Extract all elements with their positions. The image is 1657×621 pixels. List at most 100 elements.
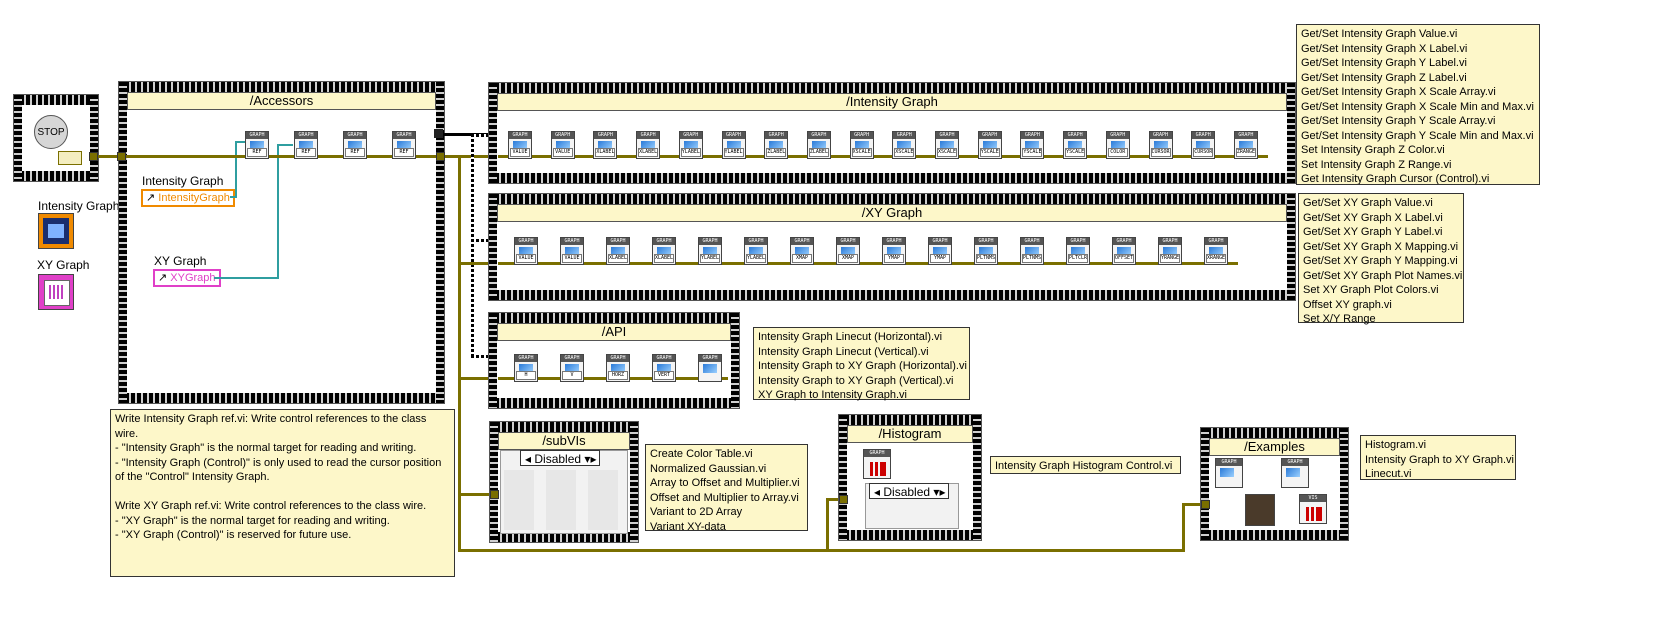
intensity-subvi[interactable]: GRAPHCOLOR — [1106, 131, 1130, 159]
accessor-subvi[interactable]: GRAPHREF — [392, 131, 416, 159]
note-line: Intensity Graph to XY Graph (Vertical).v… — [758, 374, 965, 389]
intensity-subvi[interactable]: GRAPHXSCALE — [850, 131, 874, 159]
note-line: Variant to 2D Array — [650, 505, 803, 520]
note-line — [115, 485, 450, 500]
note-line: Get/Set Intensity Graph Y Label.vi — [1301, 56, 1535, 71]
intensity-subvi[interactable]: GRAPHXLABEL — [636, 131, 660, 159]
xy-subvi[interactable]: GRAPHPLTNMS — [974, 237, 998, 265]
example-vi[interactable]: VIS — [1299, 494, 1327, 524]
histogram-vi[interactable]: GRAPH — [863, 449, 891, 479]
intensity-graph-terminal-icon[interactable] — [38, 213, 74, 249]
intensity-subvi[interactable]: GRAPHYSCALE — [1020, 131, 1044, 159]
intensity-subvi[interactable]: GRAPHXLABEL — [593, 131, 617, 159]
api-subvi[interactable]: GRAPHHORZ — [606, 354, 630, 382]
note-line: Intensity Graph Linecut (Vertical).vi — [758, 345, 965, 360]
note-line: Set Intensity Graph Z Range.vi — [1301, 158, 1535, 173]
intensity-subvi[interactable]: GRAPHYLABEL — [679, 131, 703, 159]
api-subvi[interactable]: GRAPHV — [560, 354, 584, 382]
xy-subvi[interactable]: GRAPHYRANGE — [1158, 237, 1182, 265]
xy-subvi[interactable]: GRAPHYMAP — [882, 237, 906, 265]
xy-subvi[interactable]: GRAPHXLABEL — [652, 237, 676, 265]
examples-frame: /Examples GRAPH GRAPH VIS — [1200, 427, 1349, 541]
histogram-bars-icon — [870, 462, 886, 476]
note-line: Get/Set XY Graph Y Mapping.vi — [1303, 254, 1459, 269]
examples-title: /Examples — [1209, 438, 1340, 456]
xy-subvi[interactable]: GRAPHVALUE — [514, 237, 538, 265]
intensity-subvi[interactable]: GRAPHYSCALE — [978, 131, 1002, 159]
note-line: Write Intensity Graph ref.vi: Write cont… — [115, 412, 450, 427]
xy-vi-list-note: Get/Set XY Graph Value.viGet/Set XY Grap… — [1298, 193, 1464, 323]
accessor-subvi[interactable]: GRAPHREF — [245, 131, 269, 159]
note-line: Get/Set Intensity Graph Y Scale Min and … — [1301, 129, 1535, 144]
note-line: Get/Set XY Graph Plot Names.vi — [1303, 269, 1459, 284]
note-line: Create Color Table.vi — [650, 447, 803, 462]
intensity-subvi[interactable]: GRAPHZLABEL — [807, 131, 831, 159]
intensity-subvi[interactable]: GRAPHYSCALE — [1063, 131, 1087, 159]
stop-loop-frame: STOP — [13, 94, 99, 182]
xy-subvi[interactable]: GRAPHPLTCLR — [1066, 237, 1090, 265]
example-intensity-to-xy-vi[interactable]: GRAPH — [1281, 458, 1309, 488]
stop-button[interactable]: STOP — [34, 115, 68, 149]
intensity-subvi[interactable]: GRAPHCURSOR — [1149, 131, 1173, 159]
xy-graph-label: XY Graph — [154, 254, 206, 268]
note-line: Get/Set Intensity Graph X Scale Min and … — [1301, 100, 1535, 115]
histogram-disabled-ring[interactable]: ◂ Disabled ▾▸ — [869, 483, 949, 499]
xy-subvi[interactable]: GRAPHYLABEL — [698, 237, 722, 265]
api-title: /API — [497, 323, 731, 341]
note-line: Set X/Y Range — [1303, 312, 1459, 327]
note-line: Set XY Graph Plot Colors.vi — [1303, 283, 1459, 298]
xy-subvi[interactable]: GRAPHYLABEL — [744, 237, 768, 265]
examples-vi-list-note: Histogram.viIntensity Graph to XY Graph.… — [1360, 435, 1516, 480]
note-line: - "XY Graph" is the normal target for re… — [115, 514, 450, 529]
note-line: - "Intensity Graph (Control)" is only us… — [115, 456, 450, 471]
note-line: Intensity Graph to XY Graph (Horizontal)… — [758, 359, 965, 374]
api-subvi[interactable]: GRAPHVERT — [652, 354, 676, 382]
note-line: Offset XY graph.vi — [1303, 298, 1459, 313]
ref-arrow-icon: ↗ — [146, 192, 155, 204]
note-line: Set Intensity Graph Z Color.vi — [1301, 143, 1535, 158]
note-line: Linecut.vi — [1365, 467, 1511, 482]
description-note: Write Intensity Graph ref.vi: Write cont… — [110, 409, 455, 577]
intensity-subvi[interactable]: GRAPHYLABEL — [722, 131, 746, 159]
accessor-subvi[interactable]: GRAPHREF — [294, 131, 318, 159]
note-line: Histogram.vi — [1365, 438, 1511, 453]
ref-arrow-icon: ↗ — [158, 272, 167, 284]
note-line: Get/Set XY Graph Y Label.vi — [1303, 225, 1459, 240]
intensity-subvi[interactable]: GRAPHVALUE — [551, 131, 575, 159]
xy-subvi[interactable]: GRAPHXMAP — [836, 237, 860, 265]
note-line: Get/Set XY Graph X Mapping.vi — [1303, 240, 1459, 255]
xy-subvi[interactable]: GRAPHPLTNMS — [1020, 237, 1044, 265]
note-line: Normalized Gaussian.vi — [650, 462, 803, 477]
note-line: Intensity Graph Linecut (Horizontal).vi — [758, 330, 965, 345]
subvi-list-note: Create Color Table.viNormalized Gaussian… — [645, 444, 808, 531]
xy-subvi[interactable]: GRAPHXMAP — [790, 237, 814, 265]
intensity-subvi[interactable]: GRAPHVALUE — [508, 131, 532, 159]
xy-graph-ref[interactable]: ↗ XYGraph — [153, 269, 221, 287]
accessors-title: /Accessors — [127, 92, 436, 110]
note-line: Get/Set XY Graph Value.vi — [1303, 196, 1459, 211]
xy-subvi[interactable]: GRAPHOFFSET — [1112, 237, 1136, 265]
note-line: Get/Set Intensity Graph Value.vi — [1301, 27, 1535, 42]
left-arrow-icon: ◂ — [525, 452, 531, 466]
intensity-subvi[interactable]: GRAPHCURSOR — [1191, 131, 1215, 159]
api-subvi[interactable]: GRAPH — [698, 354, 722, 382]
example-linecut-icon[interactable] — [1245, 494, 1275, 526]
intensity-subvi[interactable]: GRAPHXSCALE — [935, 131, 959, 159]
note-line: - "Intensity Graph" is the normal target… — [115, 441, 450, 456]
xy-subvi[interactable]: GRAPHVALUE — [560, 237, 584, 265]
api-subvi[interactable]: GRAPHH — [514, 354, 538, 382]
xy-graph-terminal-icon[interactable] — [38, 274, 74, 310]
intensity-subvi[interactable]: GRAPHZRANGE — [1234, 131, 1258, 159]
xy-subvi[interactable]: GRAPHYMAP — [928, 237, 952, 265]
xy-subvi[interactable]: GRAPHXRANGE — [1204, 237, 1228, 265]
note-line: Get Intensity Graph Cursor (Control).vi — [1301, 172, 1535, 185]
example-histogram-vi[interactable]: GRAPH — [1215, 458, 1243, 488]
intensity-subvi[interactable]: GRAPHXSCALE — [892, 131, 916, 159]
note-line: Array to Offset and Multiplier.vi — [650, 476, 803, 491]
left-xy-label: XY Graph — [37, 258, 89, 272]
subvis-disabled-ring[interactable]: ◂ Disabled ▾▸ — [520, 450, 600, 466]
xy-subvi[interactable]: GRAPHXLABEL — [606, 237, 630, 265]
intensity-subvi[interactable]: GRAPHZLABEL — [764, 131, 788, 159]
accessor-subvi[interactable]: GRAPHREF — [343, 131, 367, 159]
intensity-graph-ref[interactable]: ↗ IntensityGraph — [141, 189, 235, 207]
